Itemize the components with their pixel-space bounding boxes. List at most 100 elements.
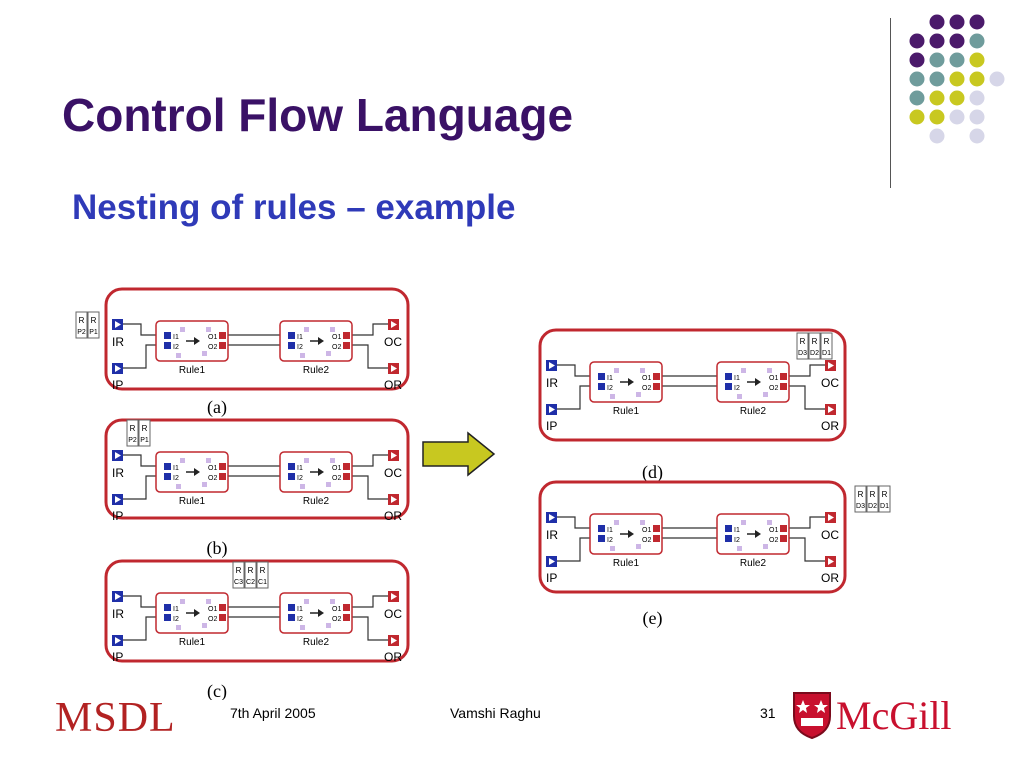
dot [929,71,945,87]
port-triangle [115,321,121,328]
tag-box [854,485,867,513]
rule-detail [767,368,772,373]
wire [123,616,164,641]
input-label-ip: IP [546,571,557,585]
rule-in-port [725,535,732,542]
dot [909,33,925,49]
figure-caption: (c) [207,681,227,700]
wire [787,537,825,562]
tag-letter: R [142,424,148,433]
port-triangle [391,365,397,372]
mcgill-shield-icon [793,692,831,740]
tag-sub: D2 [810,350,819,357]
tag-box [138,419,151,447]
input-label-ir: IR [546,528,558,542]
tag-letter: R [248,566,254,575]
tag-sub: D1 [822,350,831,357]
rule-detail [767,520,772,525]
port-triangle [549,362,555,369]
rule-out-port [780,525,787,532]
port-triangle [549,558,555,565]
rule-in-label: I1 [607,375,613,382]
rule-detail [304,458,309,463]
rule-out-label: O1 [642,375,651,382]
rule-detail [206,458,211,463]
rule-detail [763,392,768,397]
rule-name: Rule2 [740,406,767,417]
page-number: 31 [760,705,776,721]
rule-in-port [164,604,171,611]
rule-detail [300,625,305,630]
slide-title: Control Flow Language [62,89,574,141]
rule-in-port [598,535,605,542]
figure-caption: (a) [207,397,227,418]
rule-in-port [288,342,295,349]
wire [350,344,388,369]
rule-detail [741,368,746,373]
dot [969,52,985,68]
rule-out-port [343,332,350,339]
rule-in-label: I1 [297,606,303,613]
rule-out-port [219,614,226,621]
rule-out-label: O2 [642,385,651,392]
rule-in-label: I2 [734,537,740,544]
tag-sub: C3 [234,579,243,586]
dot [929,128,945,144]
rule-in-port [288,332,295,339]
rule-in-port [725,525,732,532]
port-triangle [391,496,397,503]
rule-out-label: O1 [332,606,341,613]
output-label-or: OR [821,571,839,585]
rule-in-port [164,463,171,470]
rule-detail [636,392,641,397]
input-label-ip: IP [112,509,123,523]
rule-detail [202,482,207,487]
wire [350,616,388,641]
rule-in-label: I1 [734,527,740,534]
output-label-or: OR [384,650,402,664]
rule-out-label: O2 [769,385,778,392]
dot [949,71,965,87]
rule-detail [304,327,309,332]
wire [123,344,164,369]
dot [949,52,965,68]
rule-detail [180,458,185,463]
wire [787,364,825,377]
dot [929,52,945,68]
rule-in-label: I2 [297,616,303,623]
rule-in-port [725,373,732,380]
output-label-oc: OC [821,376,839,390]
dot [929,109,945,125]
dot [969,14,985,30]
rule-detail [176,353,181,358]
rule-detail [300,353,305,358]
rule-detail [640,368,645,373]
port-triangle [391,321,397,328]
rule-in-label: I1 [173,465,179,472]
dot [949,109,965,125]
rule-detail [610,394,615,399]
wire [787,385,825,410]
wire [123,323,164,336]
composite-border [538,328,847,442]
port-triangle [391,452,397,459]
rule-arrow-head [628,378,634,386]
tag-sub: C1 [258,579,267,586]
rule-name: Rule1 [179,496,206,507]
rule-name: Rule2 [303,496,330,507]
tag-letter: R [812,337,818,346]
port-triangle [828,514,834,521]
output-label-oc: OC [384,607,402,621]
rule-detail [763,544,768,549]
rule-in-label: I2 [607,537,613,544]
port-triangle [391,637,397,644]
output-label-oc: OC [821,528,839,542]
rule-detail [300,484,305,489]
port-triangle [828,362,834,369]
port-triangle [828,406,834,413]
wire [123,475,164,500]
rule-detail [614,520,619,525]
rule-detail [636,544,641,549]
tag-box [244,561,257,589]
right-arrow-icon [422,431,496,477]
